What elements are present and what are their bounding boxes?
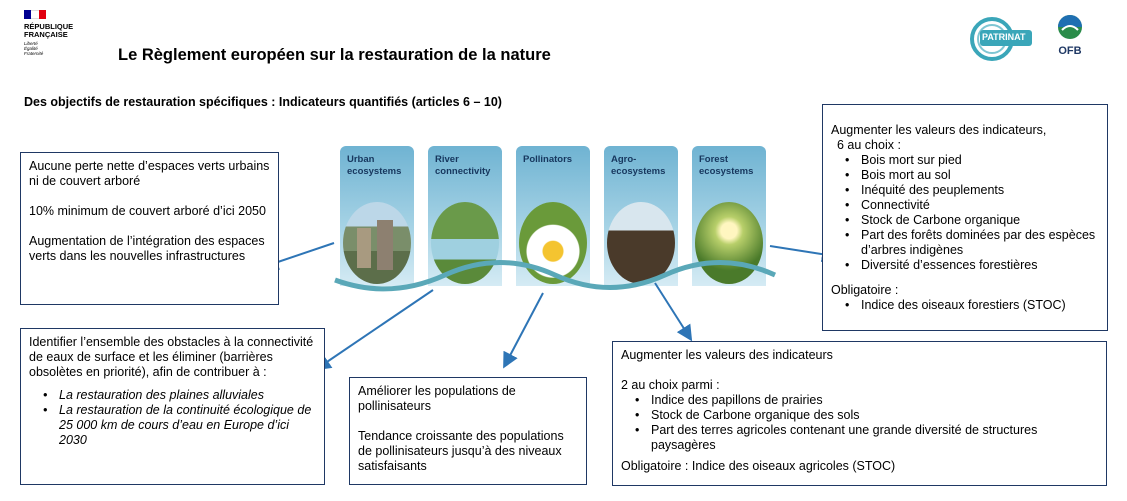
city-photo-icon xyxy=(343,202,411,284)
urban-box: Aucune perte nette d’espaces verts urbai… xyxy=(20,152,279,305)
tile-label: Agro-ecosystems xyxy=(611,154,666,177)
list-item: Part des terres agricoles contenant une … xyxy=(621,423,1071,453)
list-item: La restauration de la continuité écologi… xyxy=(29,403,316,448)
agro-list: Indice des papillons de prairies Stock d… xyxy=(621,393,1098,453)
list-item: La restauration des plaines alluviales xyxy=(29,388,316,403)
patrinat-label: PATRINAT xyxy=(982,32,1026,42)
forest-photo-icon xyxy=(695,202,763,284)
pollinator-p1: Améliorer les populations de pollinisate… xyxy=(358,384,516,413)
agro-box: Augmenter les valeurs des indicateurs 2 … xyxy=(612,341,1107,486)
tile-label: River connectivity xyxy=(435,154,491,177)
list-item: Bois mort sur pied xyxy=(831,153,1099,168)
tile-agro: Agro-ecosystems xyxy=(604,146,678,286)
wave-decoration xyxy=(334,260,777,292)
page-subtitle: Des objectifs de restauration spécifique… xyxy=(24,95,502,109)
republic-line1: RÉPUBLIQUE xyxy=(24,22,74,31)
forest-mandatory-list: Indice des oiseaux forestiers (STOC) xyxy=(831,298,1099,313)
river-photo-icon xyxy=(431,202,499,284)
tile-label: Forest ecosystems xyxy=(699,154,754,177)
list-item: Inéquité des peuplements xyxy=(831,183,1099,198)
list-item: Part des forêts dominées par des espèces… xyxy=(831,228,1099,258)
urban-p1: Aucune perte nette d’espaces verts urbai… xyxy=(29,159,270,188)
ofb-logo: OFB xyxy=(1050,14,1090,64)
patrinat-logo: PATRINAT xyxy=(970,16,1036,62)
list-item: Indice des papillons de prairies xyxy=(621,393,1098,408)
ofb-globe-icon xyxy=(1058,15,1082,39)
marianne-logo: RÉPUBLIQUE FRANÇAISE Liberté Égalité Fra… xyxy=(24,10,84,64)
pollinator-p2: Tendance croissante des populations de p… xyxy=(358,429,564,473)
arrow-river xyxy=(314,289,434,371)
tile-pollinators: Pollinators xyxy=(516,146,590,286)
tile-urban: Urban ecosystems xyxy=(340,146,414,286)
arrow-agro xyxy=(654,282,693,342)
agro-p2: 2 au choix parmi : xyxy=(621,378,720,392)
agro-p1: Augmenter les valeurs des indicateurs xyxy=(621,348,833,362)
urban-p2: 10% minimum de couvert arboré d’ici 2050 xyxy=(29,204,266,218)
forest-p3: Obligatoire : xyxy=(831,283,899,297)
list-item: Diversité d’essences forestières xyxy=(831,258,1099,273)
list-item: Stock de Carbone organique xyxy=(831,213,1099,228)
list-item: Stock de Carbone organique des sols xyxy=(621,408,1098,423)
tile-label: Urban ecosystems xyxy=(347,154,402,177)
pollinator-box: Améliorer les populations de pollinisate… xyxy=(349,377,587,485)
forest-p2: 6 au choix : xyxy=(837,138,901,152)
field-photo-icon xyxy=(607,202,675,284)
republic-line2: FRANÇAISE xyxy=(24,30,68,39)
river-list: La restauration des plaines alluviales L… xyxy=(29,388,316,448)
flag-icon xyxy=(24,10,46,19)
ofb-label: OFB xyxy=(1058,45,1082,57)
motto-1: Liberté xyxy=(24,41,38,46)
forest-p1: Augmenter les valeurs des indicateurs, xyxy=(831,123,1047,137)
forest-list: Bois mort sur pied Bois mort au sol Inéq… xyxy=(831,153,1099,273)
urban-p3: Augmentation de l’intégration des espace… xyxy=(29,234,265,263)
river-box: Identifier l’ensemble des obstacles à la… xyxy=(20,328,325,485)
arrow-pollinators xyxy=(503,292,544,369)
list-item: Connectivité xyxy=(831,198,1099,213)
page-title: Le Règlement européen sur la restauratio… xyxy=(118,46,551,64)
motto-2: Égalité xyxy=(24,46,38,51)
forest-box: Augmenter les valeurs des indicateurs, 6… xyxy=(822,104,1108,331)
agro-p3: Obligatoire : Indice des oiseaux agricol… xyxy=(621,459,896,473)
motto-3: Fraternité xyxy=(24,51,44,56)
list-item: Bois mort au sol xyxy=(831,168,1099,183)
list-item: Indice des oiseaux forestiers (STOC) xyxy=(831,298,1099,313)
tile-label: Pollinators xyxy=(523,154,573,165)
river-intro: Identifier l’ensemble des obstacles à la… xyxy=(29,335,314,379)
bee-flower-photo-icon xyxy=(519,202,587,284)
